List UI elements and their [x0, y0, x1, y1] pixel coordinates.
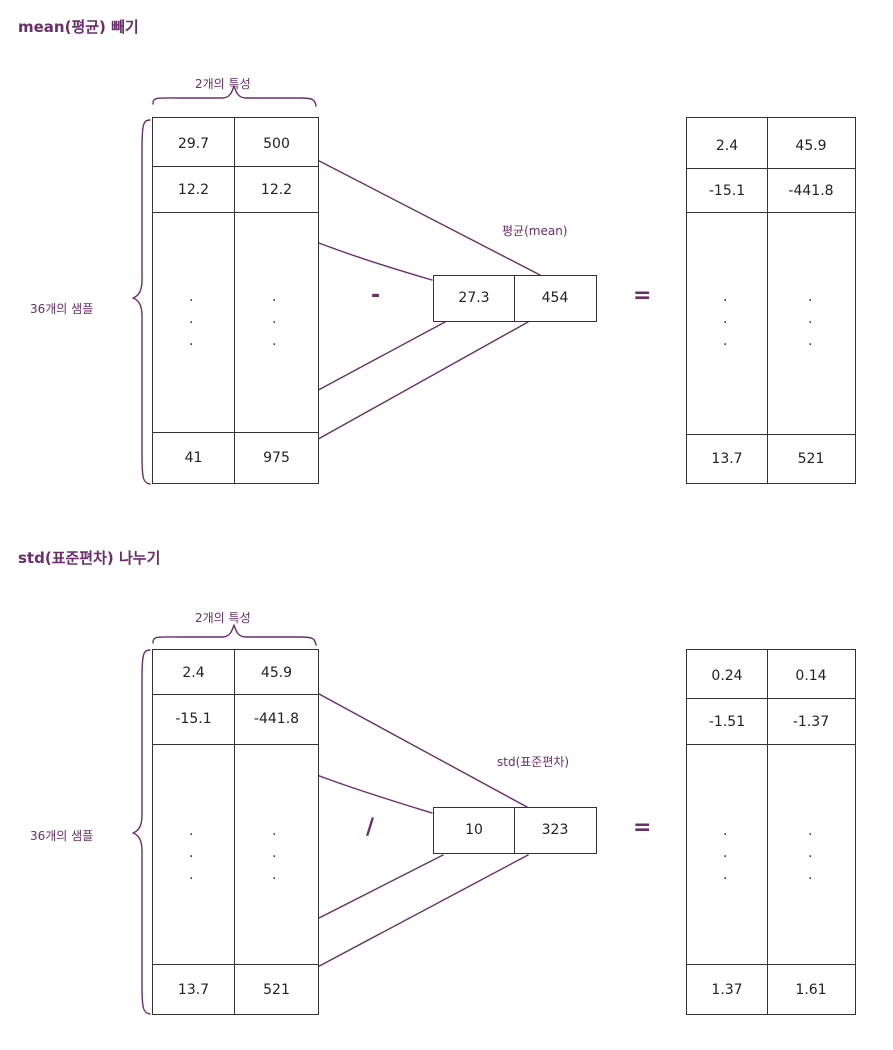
matrix-cell: 45.9: [260, 665, 293, 681]
matrix-cell: -441.8: [788, 182, 834, 199]
samples-label: 36개의 샘플: [30, 829, 94, 843]
matrix-cell: 45.9: [795, 138, 827, 154]
matrix-cell: 975: [263, 450, 290, 466]
arrow-std-to-last-second: [294, 854, 529, 980]
features-label: 2개의 특성: [195, 77, 251, 91]
ellipsis-dots: ···: [189, 827, 194, 887]
matrix-cell: 12.2: [177, 182, 210, 198]
stat-vector: 27.3 454: [433, 275, 597, 322]
samples-brace: [132, 649, 151, 1015]
matrix-cell: 521: [797, 451, 825, 467]
ellipsis-dots: ···: [272, 827, 277, 887]
stat-vector: 10 323: [433, 807, 597, 854]
equals-sign: =: [633, 283, 652, 308]
samples-brace: [132, 119, 151, 485]
vector-cell: 27.3: [458, 290, 490, 306]
ellipsis-dots: ···: [808, 827, 813, 887]
operator-sign: /: [366, 815, 375, 840]
ellipsis-dots: ···: [723, 827, 728, 887]
section-title: std(표준편차) 나누기: [18, 549, 161, 567]
vector-cell: 323: [541, 822, 569, 838]
matrix-cell: 0.24: [711, 668, 743, 684]
operator-sign: -: [371, 283, 381, 308]
std-division-section: std(표준편차) 나누기 2개의 특성 36개의 샘플 2.4 45.9 -1…: [0, 525, 893, 1050]
matrix-cell: 41: [184, 450, 203, 466]
input-matrix: 29.7 500 12.2 12.2 ··· ··· 41 975: [152, 117, 319, 484]
matrix-cell: 0.14: [795, 668, 827, 684]
matrix-cell: 1.61: [795, 982, 827, 998]
arrow-mean-to-second-feature: [297, 149, 541, 276]
ellipsis-dots: ···: [723, 293, 728, 353]
features-brace: [152, 624, 317, 646]
section-title: mean(평균) 빼기: [18, 18, 139, 36]
matrix-cell: -1.51: [708, 714, 746, 730]
vector-label: std(표준편차): [497, 755, 570, 769]
matrix-cell: 2.4: [182, 665, 205, 681]
mean-subtraction-section: mean(평균) 빼기 2개의 특성 36개의 샘플 29.7 500 12.2…: [18, 18, 856, 485]
matrix-cell: 2.4: [715, 138, 739, 154]
ellipsis-dots: ···: [808, 293, 813, 353]
matrix-cell: 29.7: [177, 136, 210, 152]
matrix-cell: 12.2: [260, 182, 293, 198]
matrix-cell: 13.7: [177, 982, 210, 998]
result-matrix: 2.4 45.9 -15.1 -441.8 ··· ··· 13.7 521: [686, 117, 856, 484]
matrix-cell: -1.37: [792, 714, 830, 730]
input-matrix: 2.4 45.9 -15.1 -441.8 ··· ··· 13.7 521: [152, 649, 319, 1015]
arrow-std-to-second-feature: [296, 681, 528, 808]
matrix-cell: -15.1: [175, 711, 212, 727]
vector-label: 평균(mean): [502, 224, 568, 238]
features-label: 2개의 특성: [195, 611, 251, 625]
matrix-cell: -15.1: [708, 182, 746, 199]
vector-cell: 454: [541, 290, 569, 306]
matrix-cell: 1.37: [711, 982, 743, 998]
samples-label: 36개의 샘플: [30, 302, 94, 316]
equals-sign: =: [633, 815, 652, 840]
ellipsis-dots: ···: [189, 293, 194, 353]
vector-cell: 10: [465, 822, 483, 838]
matrix-cell: 500: [263, 136, 290, 152]
matrix-cell: 521: [263, 982, 290, 998]
arrow-mean-to-last-second: [294, 321, 529, 453]
result-matrix: 0.24 0.14 -1.51 -1.37 ··· ··· 1.37 1.61: [686, 649, 856, 1015]
ellipsis-dots: ···: [272, 293, 277, 353]
matrix-cell: 13.7: [711, 451, 743, 467]
matrix-cell: -441.8: [253, 711, 300, 727]
